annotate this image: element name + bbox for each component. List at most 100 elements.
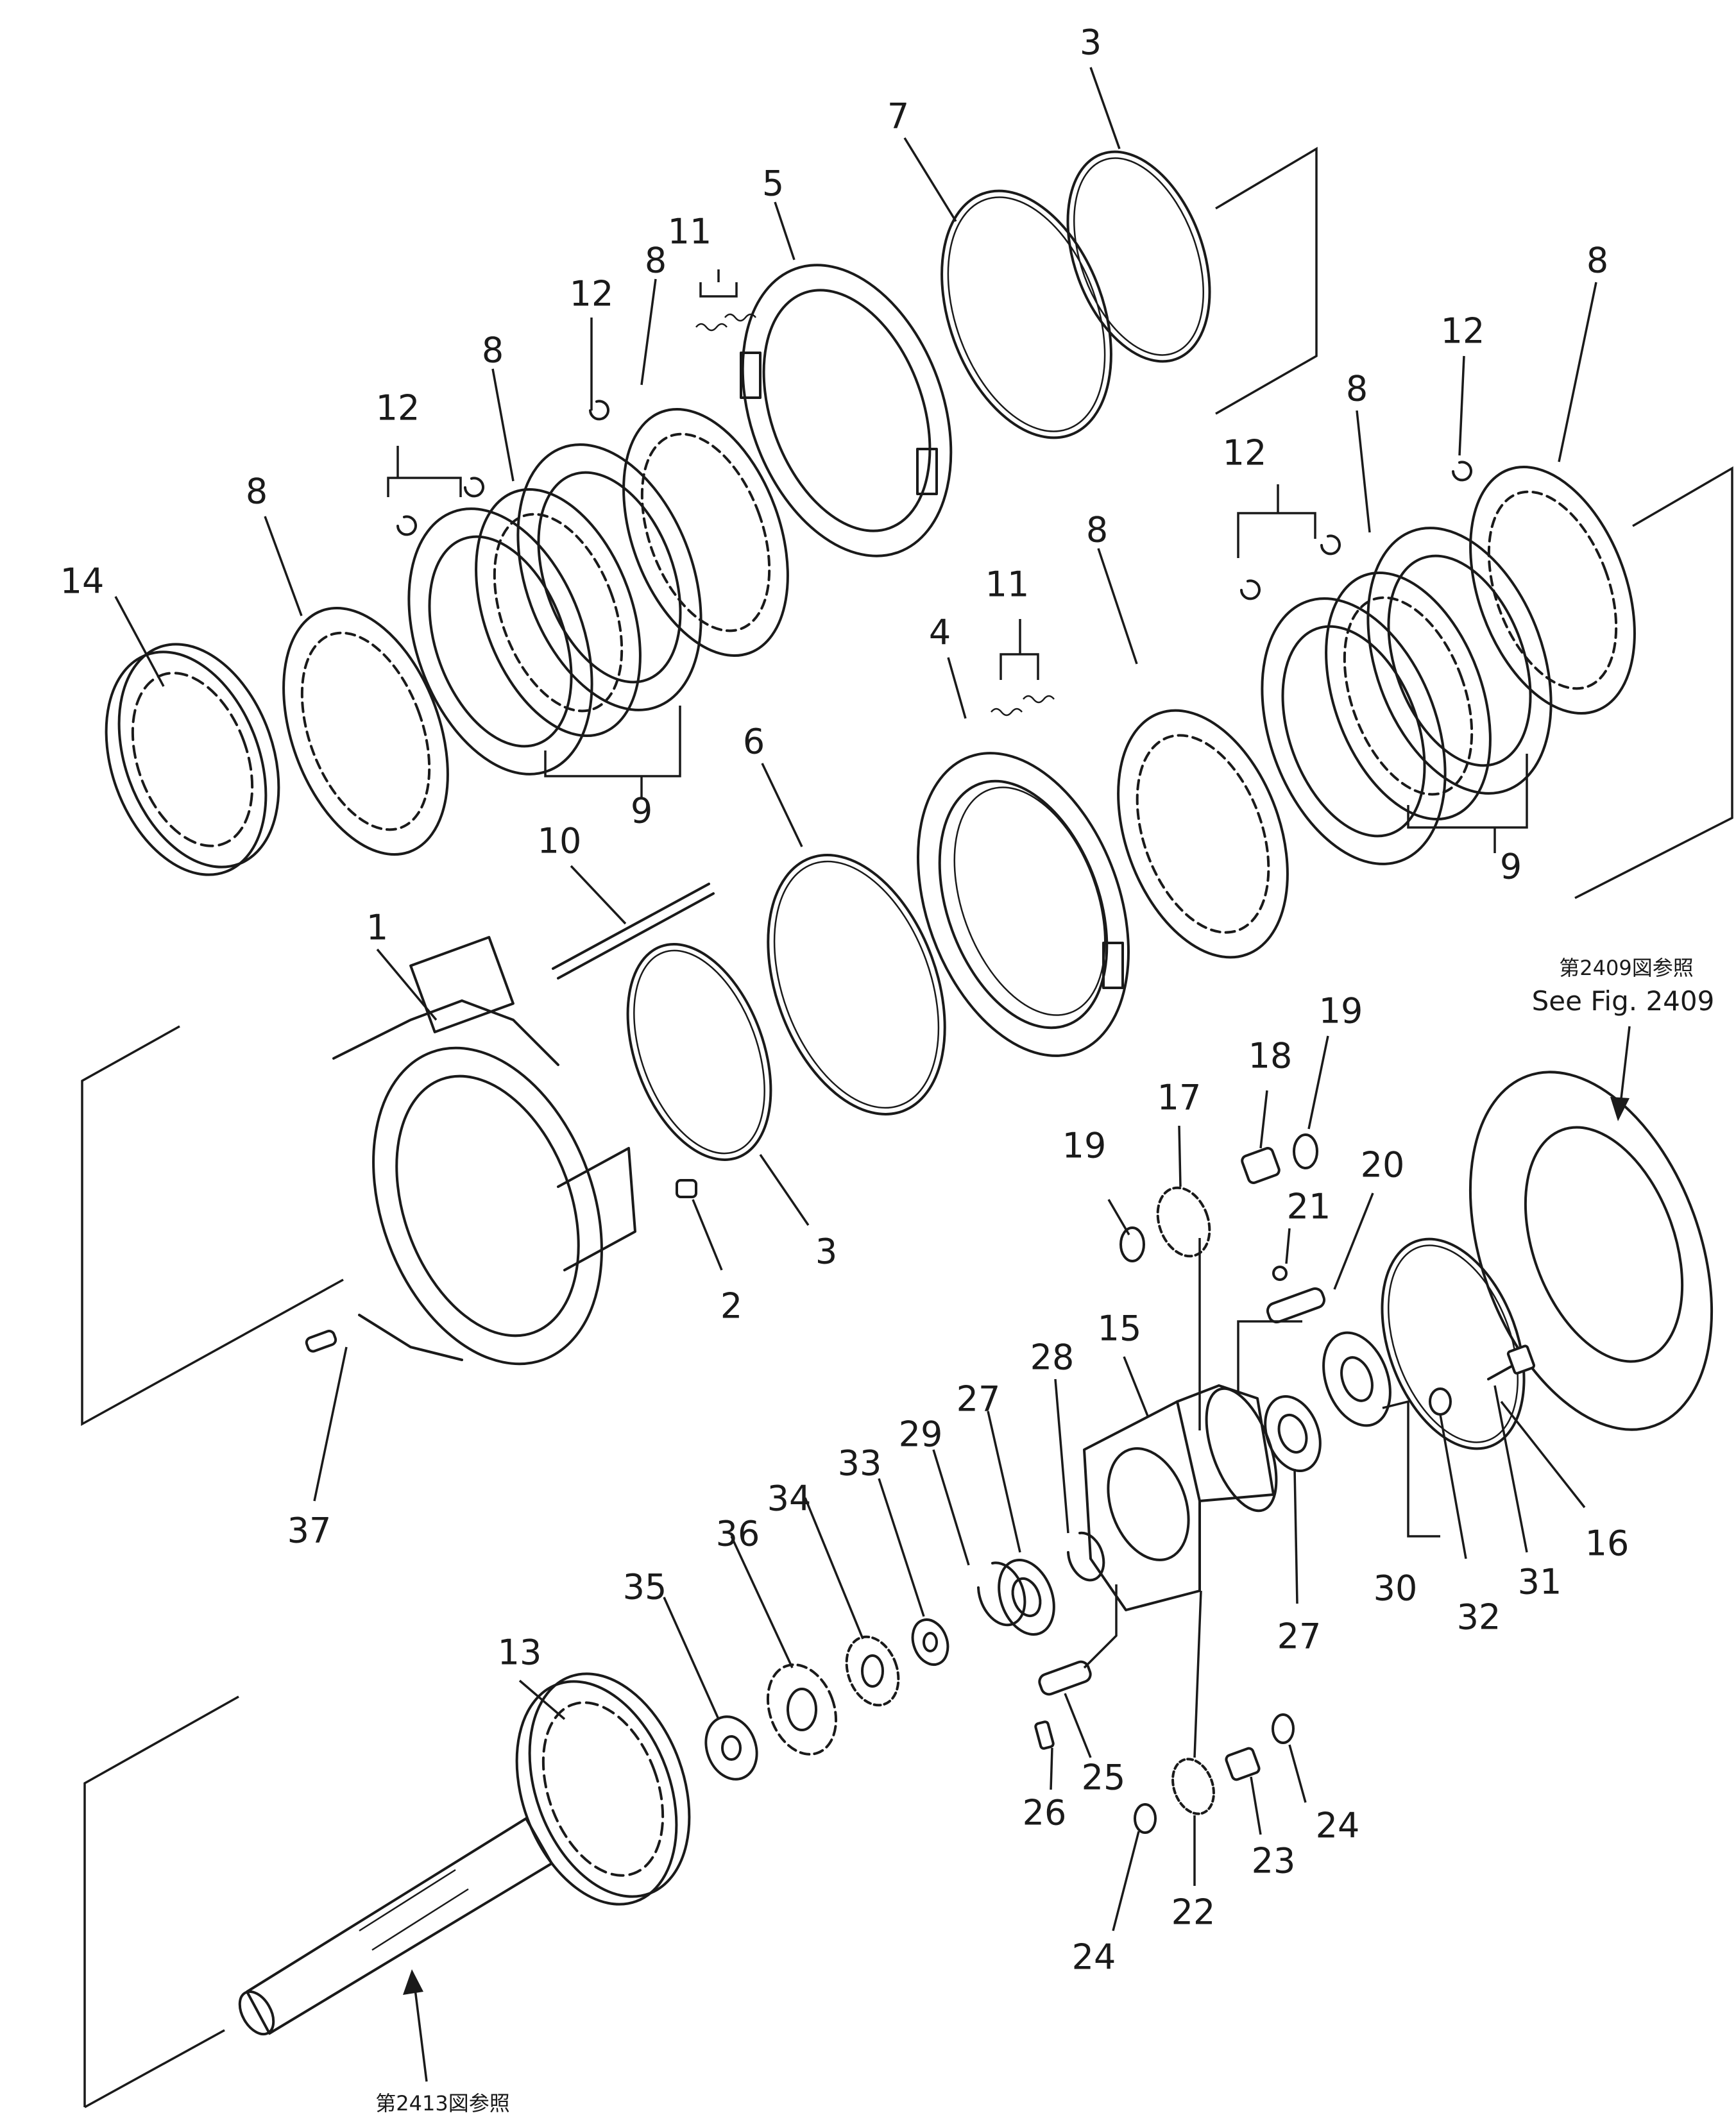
label-10: 10 — [538, 821, 582, 861]
part-5-piston-plate — [740, 264, 953, 557]
label-3: 3 — [815, 1232, 837, 1272]
label-31: 31 — [1518, 1562, 1562, 1602]
reference-note-top: 第2409図参照 See Fig. 2409 — [1532, 956, 1715, 1017]
label-33: 33 — [838, 1443, 882, 1484]
label-30: 30 — [1374, 1568, 1418, 1609]
label-2: 2 — [720, 1286, 742, 1327]
label-14: 14 — [60, 561, 105, 602]
part-11-springs-mid — [991, 695, 1055, 717]
label-5: 5 — [762, 164, 784, 204]
label-7: 7 — [887, 96, 909, 137]
part-28-snap-ring — [1067, 1531, 1105, 1582]
label-32: 32 — [1457, 1597, 1501, 1638]
label-36: 36 — [716, 1514, 760, 1554]
label-25: 25 — [1082, 1758, 1126, 1798]
part-27-bearing-left — [998, 1558, 1055, 1636]
reference-top-jp: 第2409図参照 — [1559, 956, 1693, 980]
part-35-bearing — [704, 1715, 758, 1781]
part-6-seal-ring — [767, 854, 946, 1115]
label-4: 4 — [929, 613, 951, 653]
label-23: 23 — [1252, 1841, 1296, 1881]
label-11: 11 — [668, 212, 712, 252]
part-29-snap-ring — [977, 1561, 1026, 1627]
reference-note-bottom: 第2413図参照 — [375, 2091, 509, 2116]
label-34: 34 — [767, 1479, 812, 1519]
part-24-thrust-washers — [1134, 1713, 1295, 1834]
label-12: 12 — [570, 274, 614, 314]
part-12-snap-rings — [396, 400, 1472, 600]
section-bracket-right — [1574, 466, 1733, 899]
reference-top-en: See Fig. 2409 — [1532, 985, 1715, 1017]
part-3-seal-ring-lower — [626, 943, 772, 1161]
label-28: 28 — [1030, 1337, 1075, 1378]
part-9-plate-a1 — [407, 507, 593, 776]
reference-bottom-jp: 第2413図参照 — [375, 2091, 509, 2116]
part-labels: 3 7 5 11 8 12 8 12 8 14 9 10 6 4 11 8 12… — [60, 22, 1630, 1978]
label-15: 15 — [1098, 1309, 1142, 1349]
part-8-disc-a — [282, 606, 449, 856]
label-37: 37 — [287, 1511, 332, 1551]
part-27-bearing-right — [1264, 1395, 1322, 1473]
part-11-springs-top — [695, 313, 756, 332]
section-bracket-left — [81, 1025, 344, 1426]
label-8: 8 — [1346, 369, 1368, 409]
part-9-plate-a2 — [516, 443, 702, 711]
part-26-roll-pin — [1034, 1720, 1055, 1750]
label-3: 3 — [1080, 22, 1102, 63]
label-21: 21 — [1287, 1187, 1331, 1227]
reference-arrow-bottom — [403, 1969, 428, 2082]
label-24: 24 — [1316, 1806, 1360, 1846]
part-33-spacer — [911, 1618, 949, 1666]
part-23-needle-bearing — [1225, 1747, 1261, 1781]
label-16: 16 — [1585, 1523, 1630, 1564]
label-13: 13 — [498, 1632, 542, 1673]
part-8-disc-b — [475, 488, 642, 738]
label-24: 24 — [1072, 1937, 1116, 1978]
part-7-seal-ring — [940, 189, 1112, 439]
part-2-plug — [676, 1179, 697, 1198]
part-9-plate-b2 — [1366, 527, 1553, 795]
part-18-needle-bearing — [1241, 1147, 1281, 1184]
label-9: 9 — [1500, 847, 1522, 887]
part-14-ring-gear — [105, 643, 280, 876]
part-19-thrust-washers-top — [1119, 1133, 1318, 1262]
label-1: 1 — [366, 908, 388, 948]
label-9: 9 — [631, 791, 652, 831]
label-6: 6 — [743, 722, 765, 762]
part-8-disc-d — [1117, 709, 1289, 959]
part-17-planet-gear — [1156, 1186, 1211, 1258]
part-25-shaft-pin — [1038, 1660, 1092, 1696]
label-18: 18 — [1248, 1036, 1293, 1076]
part-9-plate-b1 — [1261, 597, 1447, 865]
part-20-shaft-pin — [1266, 1287, 1326, 1324]
label-12: 12 — [376, 388, 420, 428]
label-29: 29 — [899, 1414, 943, 1455]
part-31-bolt — [1487, 1344, 1536, 1380]
part-8-disc-c — [622, 407, 789, 657]
section-bracket-bottom-left — [83, 1695, 239, 2108]
label-22: 22 — [1171, 1892, 1216, 1933]
part-15-carrier — [1083, 1384, 1278, 1611]
label-19: 19 — [1062, 1126, 1107, 1166]
label-17: 17 — [1157, 1078, 1202, 1118]
reference-arrow-top — [1610, 1026, 1631, 1121]
part-21-ball — [1272, 1266, 1288, 1281]
label-27: 27 — [957, 1379, 1001, 1420]
label-27: 27 — [1277, 1616, 1322, 1657]
output-shaft-fig-2413 — [238, 1817, 553, 2036]
part-8-disc-e — [1325, 571, 1492, 821]
leader-lines — [114, 67, 1597, 1931]
part-34-sun-gear — [845, 1635, 900, 1707]
part-10-pin-rod — [552, 883, 715, 979]
part-22-planet-gear — [1171, 1758, 1215, 1815]
label-8: 8 — [1086, 510, 1108, 550]
label-20: 20 — [1361, 1145, 1405, 1185]
part-37-dowel-pin — [305, 1330, 337, 1353]
part-32-washer — [1429, 1387, 1452, 1416]
label-8: 8 — [482, 330, 504, 371]
part-1-housing — [332, 936, 636, 1366]
label-12: 12 — [1223, 433, 1267, 473]
part-8-disc-f — [1469, 465, 1636, 715]
label-8: 8 — [645, 241, 667, 281]
